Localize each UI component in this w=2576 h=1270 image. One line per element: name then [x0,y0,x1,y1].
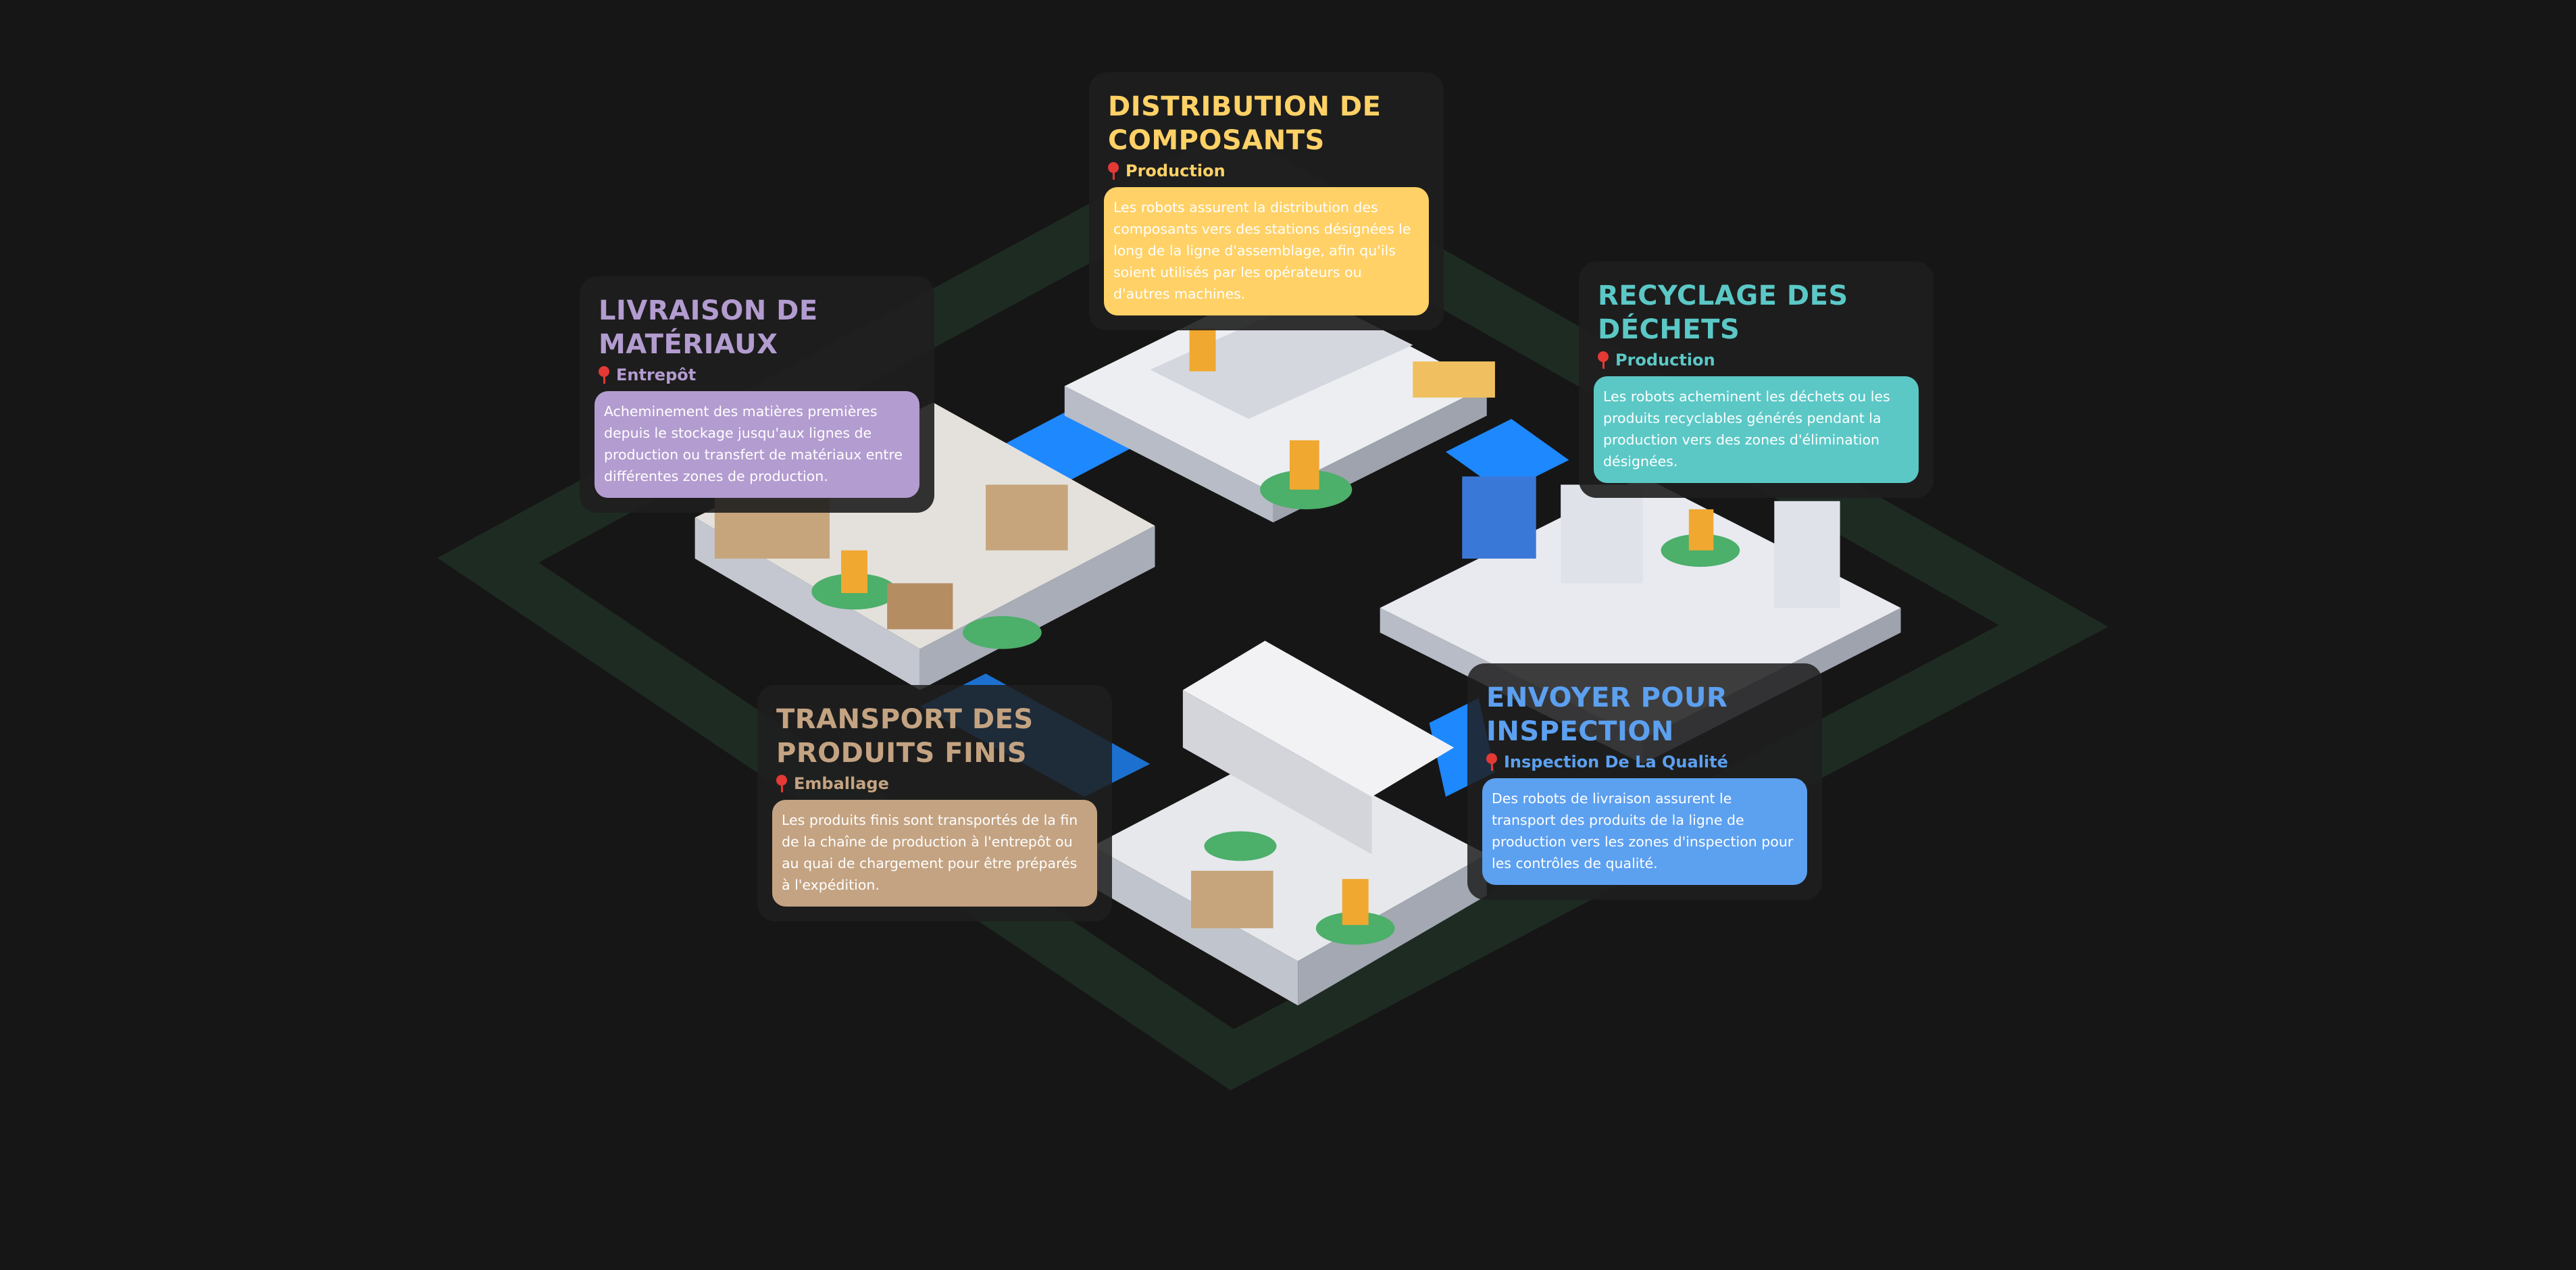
location-label: Inspection De La Qualité [1504,753,1728,771]
card-description: Acheminement des matières premières depu… [595,391,919,498]
card-livraison: LIVRAISON DE MATÉRIAUX Entrepôt Achemine… [580,276,934,513]
card-distribution: DISTRIBUTION DE COMPOSANTS Production Le… [1089,72,1444,330]
location-pin-icon [1108,162,1119,180]
location-label: Production [1615,351,1715,370]
location-pin-icon [1598,351,1609,369]
card-location: Entrepôt [599,365,919,384]
card-location: Inspection De La Qualité [1486,753,1807,771]
card-title: LIVRAISON DE MATÉRIAUX [599,295,818,360]
card-description: Les robots assurent la distribution des … [1104,187,1429,315]
card-recyclage: RECYCLAGE DES DÉCHETS Production Les rob… [1579,261,1934,498]
location-label: Entrepôt [616,365,697,384]
location-pin-icon [1486,753,1497,771]
card-title: DISTRIBUTION DE COMPOSANTS [1108,91,1382,156]
card-location: Emballage [776,774,1097,793]
card-title: ENVOYER POUR INSPECTION [1486,682,1728,747]
card-description: Les robots acheminent les déchets ou les… [1594,376,1919,483]
location-label: Production [1126,161,1226,180]
card-description: Des robots de livraison assurent le tran… [1482,778,1807,885]
card-location: Production [1598,351,1919,370]
location-pin-icon [776,775,787,792]
card-transport: TRANSPORT DES PRODUITS FINIS Emballage L… [757,685,1112,921]
card-title: TRANSPORT DES PRODUITS FINIS [776,704,1034,769]
card-title: RECYCLAGE DES DÉCHETS [1598,280,1848,345]
card-description: Les produits finis sont transportés de l… [772,800,1097,907]
scene-packaging [1092,640,1487,1006]
location-pin-icon [599,366,609,384]
location-label: Emballage [794,774,889,793]
card-location: Production [1108,161,1429,180]
card-inspection: ENVOYER POUR INSPECTION Inspection De La… [1467,663,1822,900]
